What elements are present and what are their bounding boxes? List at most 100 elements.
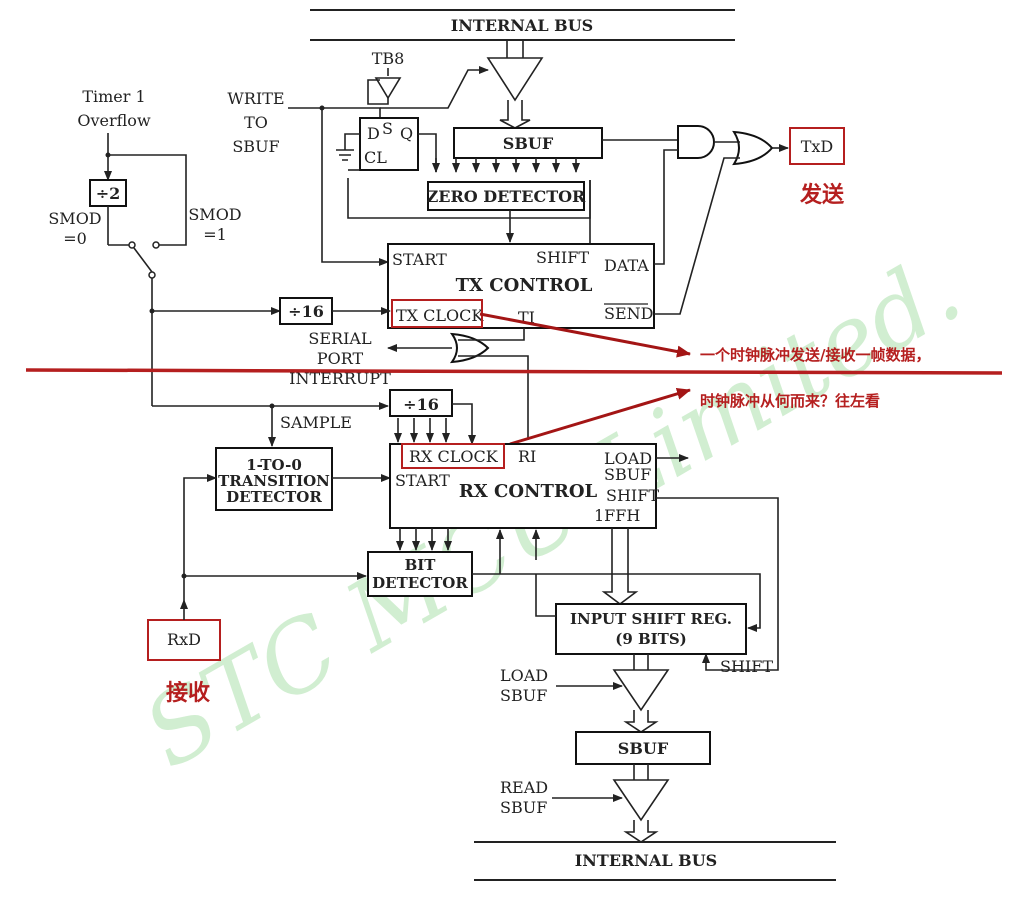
annotation-note-2: 时钟脉冲从何而来？往左看 xyxy=(700,392,880,410)
smod1-label-a: SMOD xyxy=(188,205,241,224)
zero-detector-box xyxy=(427,181,585,211)
rx-start-label: START xyxy=(395,471,450,490)
smod-switch-contact-1 xyxy=(152,241,160,249)
shift-to-reg xyxy=(656,497,779,671)
rx-clock-label: RX CLOCK xyxy=(409,447,499,466)
rx-div16-box xyxy=(389,389,453,417)
tb8-loop xyxy=(367,79,389,105)
reg-out-bus xyxy=(633,654,649,670)
rx-clock-highlight xyxy=(401,443,505,469)
tx-div16-box xyxy=(279,297,333,325)
data-to-and xyxy=(654,149,678,265)
tx-bus-buffer xyxy=(486,57,544,102)
sbuf-to-zero-detector-lines xyxy=(432,158,580,173)
tx-send-label: SEND xyxy=(604,304,653,323)
overflow-label: Overflow xyxy=(77,111,151,130)
tx-or-gate xyxy=(732,130,774,166)
ff-d-label: D xyxy=(367,124,380,143)
smod0-label-a: SMOD xyxy=(48,209,101,228)
bus-stub xyxy=(506,40,524,58)
input-shift-label-2: (9 BITS) xyxy=(615,630,687,648)
zero-detector-label: ZERO DETECTOR xyxy=(427,187,586,206)
tx-control-box xyxy=(387,243,655,329)
rx-load-label: LOAD xyxy=(604,449,652,468)
d-flipflop xyxy=(359,117,419,171)
bottom-bus-label: INTERNAL BUS xyxy=(575,851,717,870)
txd-box xyxy=(789,127,845,165)
sbuf2-label: SBUF xyxy=(500,686,547,705)
tx-data-label: DATA xyxy=(604,256,649,275)
read-label: READ xyxy=(500,778,548,797)
tx-shift-label: SHIFT xyxy=(536,248,589,267)
bus-to-sbuf-arrow xyxy=(499,100,531,129)
rx-control-box xyxy=(389,443,657,529)
to-label: TO xyxy=(244,113,268,132)
buffer-to-bus-arrow xyxy=(623,820,659,843)
ground-wire xyxy=(344,133,360,150)
bit-detector-label-1: BIT xyxy=(405,556,437,574)
rx-sbuf-label: SBUF xyxy=(604,465,651,484)
smod1-label-b: =1 xyxy=(203,225,227,244)
shift2-label: SHIFT xyxy=(720,657,773,676)
buffer-to-sbuf-arrow xyxy=(623,710,659,733)
write-sbuf-label: SBUF xyxy=(232,137,279,156)
txclock-annotation-arrow xyxy=(479,312,691,358)
port-label: PORT xyxy=(317,349,364,368)
rx-control-label: RX CONTROL xyxy=(459,481,598,502)
annotation-note-1: 一个时钟脉冲发送/接收一帧数据， xyxy=(700,346,930,364)
tx-sbuf-box xyxy=(453,127,603,159)
rx-ri-label: RI xyxy=(518,447,536,466)
ff-s-label: S xyxy=(382,119,393,138)
ff-q-out xyxy=(418,133,437,172)
rxd-label: RxD xyxy=(167,630,201,649)
bit-detector-label-2: DETECTOR xyxy=(372,574,468,592)
reg-to-rx-feedback xyxy=(535,574,556,617)
smod-switch-pivot xyxy=(148,271,156,279)
transition-label-1: 1-TO-0 xyxy=(246,456,302,474)
div16-to-rx-arrows xyxy=(394,418,450,443)
transition-label-3: DETECTOR xyxy=(226,488,322,506)
serial-label: SERIAL xyxy=(308,329,372,348)
ff-q-label: Q xyxy=(400,124,413,143)
rx-to-bit-detector-arrows xyxy=(396,528,452,551)
ri-to-or xyxy=(458,355,529,440)
rx-load-buffer xyxy=(612,669,670,712)
tx-start-label: START xyxy=(392,250,447,269)
send-cn-label: 发送 xyxy=(799,182,844,208)
smod0-label-b: =0 xyxy=(63,229,87,248)
tb8-label: TB8 xyxy=(372,49,405,68)
tx-div16-label: ÷16 xyxy=(288,302,324,321)
rx-iffh-label: 1FFH xyxy=(594,506,640,525)
write-label: WRITE xyxy=(227,89,284,108)
transition-detector-box xyxy=(215,447,333,511)
rx-sbuf-box xyxy=(575,731,711,765)
tx-clock-label: TX CLOCK xyxy=(396,306,484,325)
ti-to-or xyxy=(458,328,525,341)
rx-read-buffer xyxy=(612,779,670,822)
tx-rx-divider xyxy=(25,368,1003,375)
smod-switch-lever xyxy=(133,247,153,273)
rx-div16-label: ÷16 xyxy=(403,395,439,414)
tb8-buffer xyxy=(374,77,402,100)
input-shift-label-1: INPUT SHIFT REG. xyxy=(570,610,732,628)
rxd-to-transition xyxy=(183,474,217,600)
top-bus-label: INTERNAL BUS xyxy=(451,16,593,35)
send-to-or xyxy=(654,157,740,315)
read-sbuf-label: SBUF xyxy=(500,798,547,817)
bit-detector-box xyxy=(367,551,473,597)
txd-label: TxD xyxy=(801,137,834,156)
transition-label-2: TRANSITION xyxy=(218,472,330,490)
div16-feedback xyxy=(452,403,476,445)
div2-label: ÷2 xyxy=(96,184,121,203)
smod1-path xyxy=(108,154,187,246)
input-shift-reg-box xyxy=(555,603,747,655)
ff-cl-label: CL xyxy=(364,148,387,167)
write-to-bus-buffer xyxy=(380,66,489,109)
smod-switch-contact-0 xyxy=(128,241,136,249)
tx-control-label: TX CONTROL xyxy=(456,275,593,296)
tx-and-gate xyxy=(677,125,715,159)
recv-cn-label: 接收 xyxy=(166,680,210,706)
tx-sbuf-label: SBUF xyxy=(503,134,554,153)
timer1-label: Timer 1 xyxy=(82,87,145,106)
